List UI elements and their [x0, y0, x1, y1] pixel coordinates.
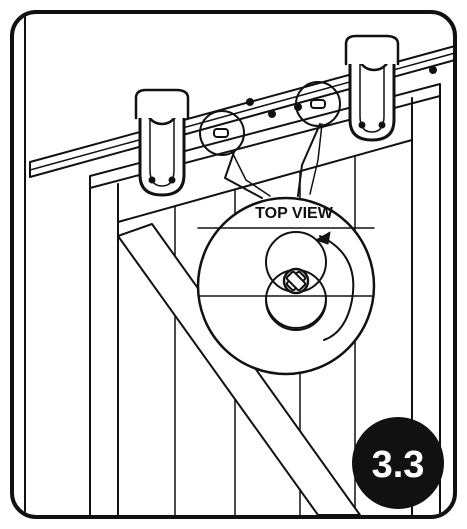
door-hole-right — [295, 81, 341, 127]
door-hole-left — [199, 110, 245, 156]
step-badge: 3.3 — [352, 417, 444, 509]
callout-leaders — [224, 123, 323, 199]
phillips-screw-head-icon — [282, 267, 310, 295]
clockwise-rotation-arrow-icon — [315, 231, 331, 245]
hanger-left — [134, 88, 190, 197]
step-number: 3.3 — [372, 444, 425, 486]
top-view-label: TOP VIEW — [255, 205, 334, 222]
hanger-right — [344, 34, 400, 142]
